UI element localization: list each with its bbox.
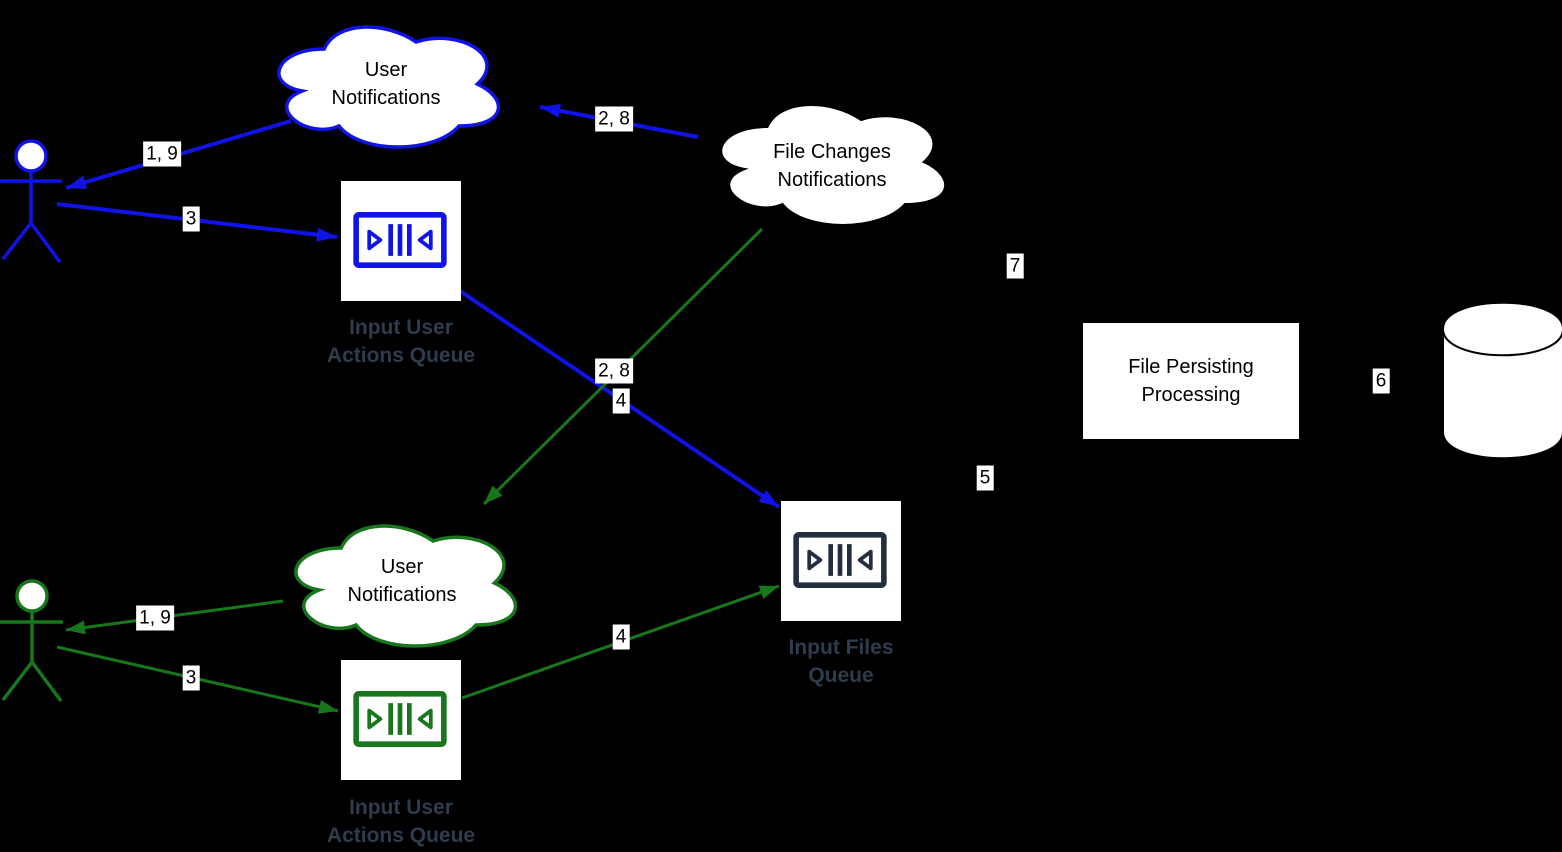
edge-label-5: 5 — [976, 465, 994, 491]
process-label-line: Processing — [1141, 384, 1241, 406]
cloud-shape-file-changes-notifications — [720, 104, 947, 226]
cloud-label-file-changes: File Changes Notifications — [773, 138, 891, 194]
edge-label-7: 7 — [1006, 253, 1024, 279]
process-box-label: File Persisting Processing — [1128, 353, 1254, 409]
queue-label-line: Actions Queue — [326, 824, 476, 847]
cloud-label-user-notifications-top: User Notifications — [332, 56, 441, 112]
edge-label-2-8-top: 2, 8 — [595, 106, 633, 132]
process-label-line: File Persisting — [1128, 356, 1254, 378]
queue-label-line: Actions Queue — [326, 344, 476, 367]
cloud-label-line: Notifications — [777, 169, 887, 191]
edge-label-3-bottom: 3 — [182, 665, 200, 691]
queue-label-line: Input User — [349, 796, 453, 819]
stick-figure-icon-top-user — [0, 139, 62, 264]
edge-label-4-bottom: 4 — [612, 624, 630, 650]
queue-label-line: Input User — [349, 316, 453, 339]
queue-node-input-user-actions-bottom — [341, 660, 461, 780]
cloud-label-line: User — [364, 59, 408, 81]
queue-label-input-user-actions-bottom: Input User Actions Queue — [327, 794, 475, 850]
edge-label-2-8-middle: 2, 8 — [595, 358, 633, 384]
queue-node-input-files — [781, 501, 901, 621]
cloud-label-line: Notifications — [331, 87, 441, 109]
edge-label-3-top: 3 — [182, 206, 200, 232]
stick-figure-icon-bottom-user — [0, 579, 63, 703]
cloud-shape-user-notifications-top — [277, 25, 501, 149]
edge-label-4-middle: 4 — [612, 388, 630, 414]
edge-label-6: 6 — [1372, 368, 1390, 394]
queue-label-line: Input Files — [788, 636, 894, 659]
cloud-shape-user-notifications-bottom — [294, 524, 518, 648]
queue-label-input-user-actions-top: Input User Actions Queue — [327, 314, 475, 370]
edge-label-1-9-top: 1, 9 — [143, 141, 181, 167]
queue-node-input-user-actions-top — [341, 181, 461, 301]
cloud-label-user-notifications-bottom: User Notifications — [348, 553, 457, 609]
cloud-label-line: File Changes — [773, 141, 891, 163]
edge-notifications-to-user-bottom — [65, 599, 284, 635]
process-box-file-persisting — [1081, 321, 1301, 441]
database-cylinder-icon — [1442, 301, 1562, 460]
cloud-label-line: User — [380, 556, 424, 578]
queue-label-input-files: Input Files Queue — [789, 634, 894, 690]
cloud-label-line: Notifications — [347, 584, 457, 606]
queue-label-line: Queue — [808, 664, 874, 687]
edge-label-1-9-bottom: 1, 9 — [136, 605, 174, 631]
